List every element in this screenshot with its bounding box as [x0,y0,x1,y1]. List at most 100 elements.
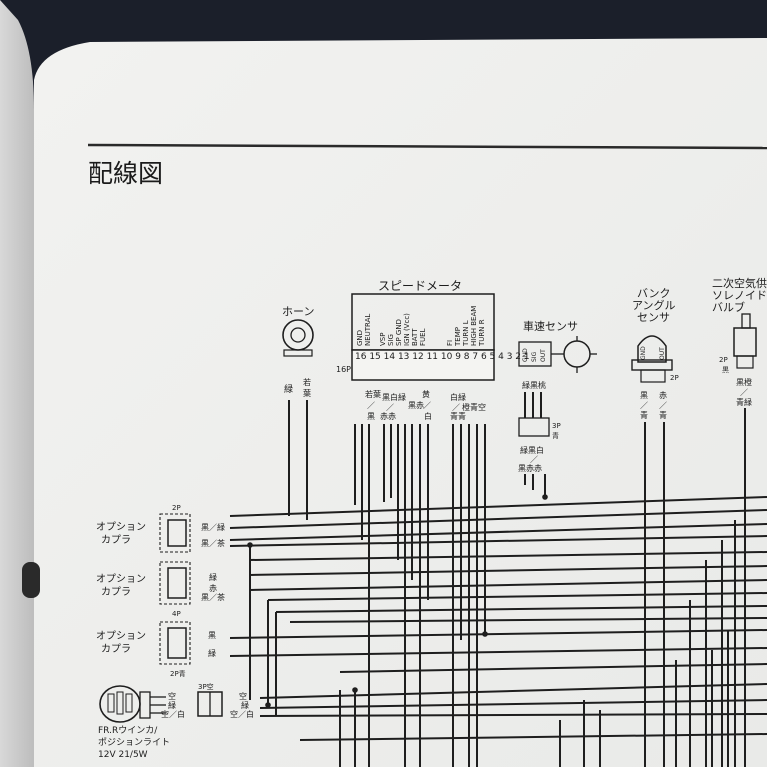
svg-text:赤: 赤 [659,391,667,400]
right-page [34,38,767,767]
svg-text:空／白: 空／白 [161,709,185,719]
horn-label: ホーン [282,305,314,318]
svg-text:／: ／ [386,403,394,412]
svg-text:黒赤: 黒赤 [408,401,424,410]
speedometer-label: スピードメータ [378,279,462,293]
svg-text:空: 空 [239,691,247,701]
svg-text:GND: GND [522,348,529,362]
svg-text:赤: 赤 [209,584,217,593]
svg-text:カプラ: カプラ [101,643,131,655]
svg-text:オプション: オプション [96,573,146,585]
svg-text:二次空気供: 二次空気供 [712,276,767,290]
solenoid-connector [736,355,754,369]
left-page-edge [0,0,34,767]
svg-text:橙青空: 橙青空 [462,402,486,412]
svg-text:3P: 3P [552,422,561,430]
svg-text:黄: 黄 [422,389,430,399]
svg-text:黒赤赤: 黒赤赤 [518,464,542,473]
svg-text:オプション: オプション [96,630,146,642]
svg-text:青: 青 [640,410,648,420]
speedometer-pin-numbers: 16 15 14 13 12 11 10 9 8 7 6 5 4 3 2 1 [355,352,530,362]
svg-text:緑: 緑 [209,572,217,582]
pin-turn-r: TURN R [478,319,486,347]
svg-text:緑: 緑 [398,392,406,402]
svg-text:白: 白 [424,411,432,421]
wire-harness [229,392,767,767]
horn-center [290,327,306,343]
svg-text:緑黒白: 緑黒白 [520,445,544,455]
pin-neutral: NEUTRAL [364,314,372,346]
svg-text:12V 21/5W: 12V 21/5W [98,750,148,760]
svg-text:／: ／ [367,401,375,410]
bank-angle-sensor-body [637,335,667,363]
svg-text:白緑: 白緑 [450,392,466,402]
pin-temp: TEMP [454,327,462,347]
svg-text:3P空: 3P空 [198,682,214,691]
svg-text:オプション: オプション [96,521,146,533]
svg-text:緑: 緑 [208,648,216,658]
svg-text:空／白: 空／白 [230,709,254,719]
pin-sp-gnd: SP GND [395,319,403,346]
binding-hole [22,562,40,598]
svg-text:青: 青 [552,431,559,440]
svg-text:バンク: バンク [637,287,671,300]
pin-ign: IGN (Vcc) [403,313,411,346]
svg-text:センサ: センサ [637,311,670,324]
svg-text:2P青: 2P青 [170,669,186,678]
header-rule [87,143,767,150]
svg-text:緑: 緑 [168,700,176,710]
svg-text:空: 空 [168,691,176,701]
pin-gnd: GND [356,330,364,346]
svg-text:GND: GND [640,346,647,360]
svg-text:黒／茶: 黒／茶 [201,538,225,548]
svg-text:カプラ: カプラ [101,534,131,546]
svg-text:2P: 2P [670,374,679,382]
svg-text:黒／茶: 黒／茶 [201,592,225,602]
svg-text:OUT: OUT [540,349,547,362]
option-coupler-2 [167,567,187,599]
svg-text:FR.Rウインカ/: FR.Rウインカ/ [98,725,158,736]
svg-text:黒: 黒 [722,366,729,374]
svg-text:青青: 青青 [450,411,466,421]
svg-text:緑: 緑 [241,700,249,710]
horn-wire-left: 緑 [284,383,293,395]
horn-base [283,349,313,357]
option-coupler-2-outline [159,561,191,605]
svg-text:／: ／ [640,401,648,410]
svg-text:青: 青 [659,410,667,420]
svg-text:カプラ: カプラ [101,586,131,598]
svg-text:／: ／ [423,401,431,410]
bank-angle-sensor-connector [640,369,666,383]
svg-text:／: ／ [740,388,748,397]
pin-batt: BATT [411,328,419,346]
pin-vsp: VSP [379,333,387,346]
svg-text:2P: 2P [172,504,181,512]
speedometer-connector-label: 16P [336,365,351,374]
svg-text:黒白: 黒白 [382,392,398,402]
svg-text:／: ／ [530,455,538,464]
svg-text:黒: 黒 [640,391,648,400]
svg-text:黒橙: 黒橙 [736,377,752,387]
pin-turn-l: TURN L [462,320,470,347]
speedometer-wire-colors: 若葉 ／ 黒 黒白 ／ 赤赤 緑 黒赤 黄 ／ 白 白緑 ／ 青青 橙青空 [365,389,486,421]
option-coupler-3-outline [159,621,191,665]
page-title: 配線図 [88,159,163,188]
svg-text:黒: 黒 [367,412,375,421]
svg-text:バルブ: バルブ [712,300,745,314]
svg-text:SIG: SIG [531,351,538,362]
speedometer-connector [351,349,495,381]
svg-text:ポジションライト: ポジションライト [98,737,170,748]
option-coupler-3 [167,627,187,659]
svg-text:2P: 2P [719,356,728,364]
speed-sensor-label: 車速センサ [523,319,578,333]
svg-text:黒／緑: 黒／緑 [201,522,225,532]
speed-sensor-wire-top: 緑黒桃 [522,380,546,390]
pin-high-beam: HIGH BEAM [470,306,478,346]
svg-text:ソレノイド: ソレノイド [712,289,767,302]
pin-sig: SIG [387,334,395,346]
svg-text:黒: 黒 [208,631,216,640]
speedometer-pin-names: GND NEUTRAL VSP SIG SP GND IGN (Vcc) BAT… [356,306,486,347]
svg-text:4P: 4P [172,610,181,618]
option-coupler-1-outline [159,513,191,553]
